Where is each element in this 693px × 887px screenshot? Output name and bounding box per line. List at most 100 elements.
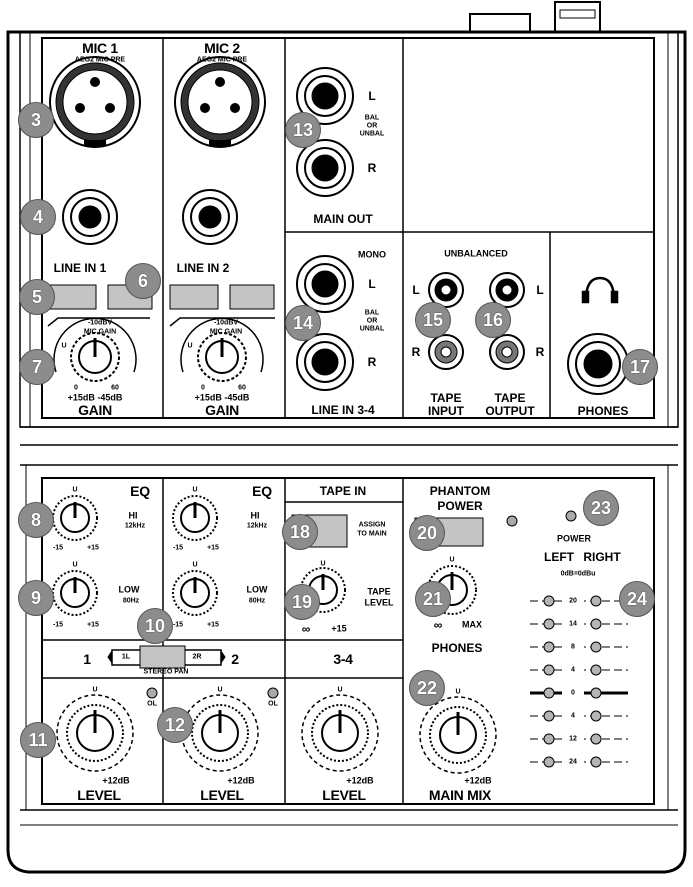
jack-socket-icon[interactable] xyxy=(296,67,354,125)
eq2-hi-label: HI xyxy=(250,510,260,521)
meter-led-icon xyxy=(590,664,602,676)
level34-u-label: U xyxy=(337,686,343,694)
phones-jack-label: PHONES xyxy=(577,404,629,418)
main-out-r-label: R xyxy=(367,161,377,175)
led-icon xyxy=(267,687,279,699)
knob-icon[interactable] xyxy=(56,694,134,772)
gain2-range-label: +15dB -45dB xyxy=(194,392,250,403)
channel-2-number: 2 xyxy=(231,651,239,667)
callout-marker: 18 xyxy=(282,514,318,550)
main-out-l-label: L xyxy=(368,89,376,103)
level34-max-label: +12dB xyxy=(346,775,374,786)
jack-socket-icon[interactable] xyxy=(296,139,354,197)
callout-number: 18 xyxy=(289,521,311,542)
level2-max-label: +12dB xyxy=(227,775,255,786)
meter-label-backing xyxy=(562,642,584,652)
meter-led-icon xyxy=(543,733,555,745)
tape-in-title: TAPE IN xyxy=(319,484,367,498)
pan-right-label: 2R xyxy=(192,653,202,661)
led-icon xyxy=(506,515,518,527)
knob-icon[interactable] xyxy=(172,495,218,541)
callout-number: 23 xyxy=(590,497,612,518)
line34-r-label: R xyxy=(367,355,377,369)
knob-icon[interactable] xyxy=(172,570,218,616)
jack-socket-icon[interactable] xyxy=(62,189,118,245)
gain1-u-label: U xyxy=(61,342,67,350)
level2-u-label: U xyxy=(217,686,223,694)
switch-icon[interactable] xyxy=(169,284,219,310)
knob-icon[interactable] xyxy=(52,570,98,616)
eq1-hi-freq-label: 12kHz xyxy=(124,522,146,530)
channel-1-number: 1 xyxy=(83,651,91,667)
knob-icon[interactable] xyxy=(52,495,98,541)
main-out-or-label: OR xyxy=(366,122,378,130)
eq1-low-max-label: +15 xyxy=(87,621,99,629)
level1-label: LEVEL xyxy=(77,787,121,803)
meter-scale-label: 4 xyxy=(571,712,575,720)
meter-label-backing xyxy=(562,711,584,721)
line34-l-label: L xyxy=(368,277,376,291)
gain2-top-label: -10dBV xyxy=(213,319,239,327)
line34-mono-label: MONO xyxy=(358,249,386,260)
meter-scale-label: 24 xyxy=(569,758,577,766)
jack-socket-icon[interactable] xyxy=(296,255,354,313)
eq2-low-label: LOW xyxy=(246,584,268,595)
meter-scale-label: 8 xyxy=(571,643,575,651)
knob-icon[interactable] xyxy=(180,317,264,382)
jack-socket-icon[interactable] xyxy=(182,189,238,245)
tape-output-label-1: TAPE xyxy=(494,391,526,405)
channel-34-number: 3-4 xyxy=(333,651,353,667)
tape-output-label-2: OUTPUT xyxy=(485,404,535,418)
callout-marker: 22 xyxy=(409,670,445,706)
gain1-label: GAIN xyxy=(78,402,112,418)
callout-marker: 10 xyxy=(137,608,173,644)
mic1-pre-label: AEG2 MIC PRE xyxy=(74,56,126,64)
xlr-socket-icon[interactable] xyxy=(49,56,141,148)
main-out-unbal-label: UNBAL xyxy=(359,130,385,138)
level34-label: LEVEL xyxy=(322,787,366,803)
callout-marker: 9 xyxy=(18,580,54,616)
callout-number: 20 xyxy=(416,522,438,543)
callout-number: 22 xyxy=(416,677,438,698)
level1-max-label: +12dB xyxy=(102,775,130,786)
gain2-60-label: 60 xyxy=(238,384,246,392)
rca-socket-icon[interactable] xyxy=(489,272,525,308)
assign-label-1: ASSIGN xyxy=(358,521,386,529)
line34-bal-label: BAL xyxy=(364,309,380,317)
eq1-label: EQ xyxy=(130,483,150,499)
phones-inf-label: ∞ xyxy=(433,618,443,632)
knob-icon[interactable] xyxy=(301,694,379,772)
knob-icon[interactable] xyxy=(181,694,259,772)
callout-number: 17 xyxy=(629,356,651,377)
xlr-socket-icon[interactable] xyxy=(174,56,266,148)
tape-level-inf-label: ∞ xyxy=(301,622,311,636)
tape-level-max-label: +15 xyxy=(331,623,347,634)
callout-marker: 5 xyxy=(19,279,55,315)
phantom-label-1: PHANTOM xyxy=(429,484,491,498)
eq2-low-u-label: U xyxy=(192,561,198,569)
jack-socket-icon[interactable] xyxy=(567,333,629,395)
knob-icon[interactable] xyxy=(419,696,497,774)
ol2-label: OL xyxy=(268,700,278,708)
switch-icon[interactable] xyxy=(229,284,275,310)
led-icon xyxy=(146,687,158,699)
tape-level-label-2: LEVEL xyxy=(364,597,394,608)
eq2-label: EQ xyxy=(252,483,272,499)
meter-scale-label: 20 xyxy=(569,597,577,605)
jack-socket-icon[interactable] xyxy=(296,333,354,391)
callout-number: 5 xyxy=(31,286,42,307)
switch-icon[interactable] xyxy=(107,645,226,669)
tape-input-label-2: INPUT xyxy=(428,404,464,418)
callout-marker: 12 xyxy=(157,707,193,743)
rca-socket-icon[interactable] xyxy=(489,334,525,370)
level2-label: LEVEL xyxy=(200,787,244,803)
phones-knob-label: PHONES xyxy=(431,641,483,655)
rca-socket-icon[interactable] xyxy=(428,334,464,370)
callout-marker: 4 xyxy=(20,199,56,235)
gain1-top-label: -10dBV xyxy=(87,319,113,327)
mic1-label: MIC 1 xyxy=(82,40,118,56)
meter-label-backing xyxy=(562,688,584,698)
eq1-hi-max-label: +15 xyxy=(87,544,99,552)
callout-number: 4 xyxy=(32,206,43,227)
gain2-mid-label: MIC GAIN xyxy=(209,328,243,336)
